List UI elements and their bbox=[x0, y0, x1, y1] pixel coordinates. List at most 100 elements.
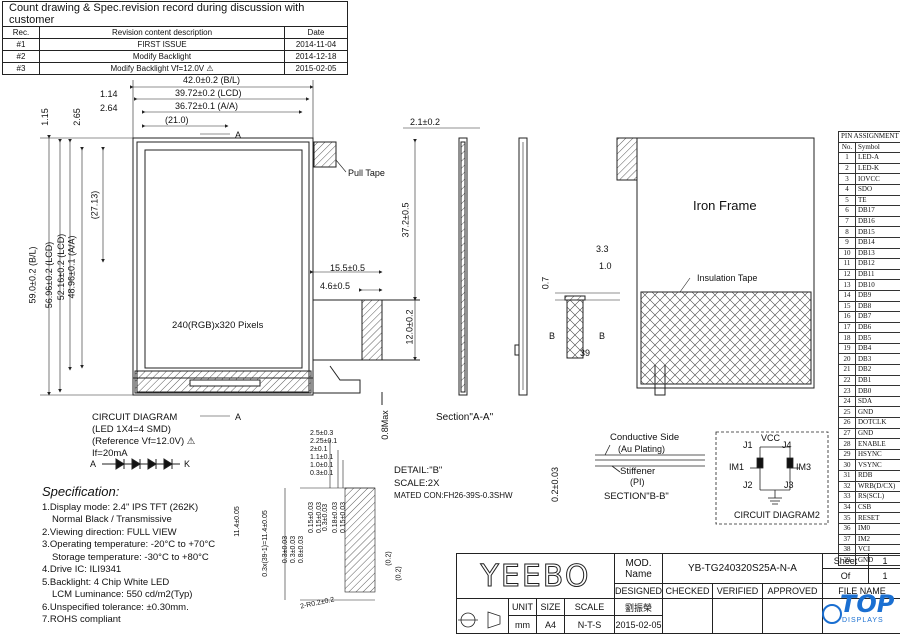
approved-label: APPROVED bbox=[763, 584, 823, 599]
pin-number: 28 bbox=[839, 439, 856, 450]
checked-label: CHECKED bbox=[663, 584, 713, 599]
section-b-left: B bbox=[549, 331, 555, 341]
pin-symbol: SDA bbox=[856, 396, 900, 407]
cd2-j4: J4 bbox=[782, 440, 792, 450]
pin-number: 37 bbox=[839, 534, 856, 545]
verified-sign bbox=[713, 599, 763, 633]
spec-item: Storage temperature: -30°C to +80°C bbox=[42, 552, 215, 565]
pin-number: 9 bbox=[839, 237, 856, 248]
design-date: 2015-02-05 bbox=[615, 616, 663, 633]
pin-table-title: PIN ASSIGNMENT bbox=[839, 132, 900, 143]
pin-symbol: VSYNC bbox=[856, 460, 900, 471]
detail-b-dim: 0.3x(39-1)=11.4±0.05 bbox=[262, 510, 269, 577]
projection-symbol bbox=[457, 599, 509, 633]
detail-b-dim: 2.25±0.1 bbox=[310, 438, 337, 445]
spec-item: 6.Unspecified tolerance: ±0.30mm. bbox=[42, 602, 215, 615]
circuit-led: (LED 1X4=4 SMD) bbox=[92, 424, 171, 435]
detail-b-dim: 2.5±0.3 bbox=[310, 430, 333, 437]
pin-number: 3 bbox=[839, 174, 856, 185]
globe-icon bbox=[822, 604, 842, 624]
company-logo: YEEBO bbox=[457, 554, 615, 599]
pin-number: 23 bbox=[839, 386, 856, 397]
pin-number: 29 bbox=[839, 449, 856, 460]
iron-frame-title: Iron Frame bbox=[693, 198, 757, 213]
cd2-j2: J2 bbox=[743, 480, 753, 490]
pin-number: 25 bbox=[839, 407, 856, 418]
pin-number: 18 bbox=[839, 333, 856, 344]
pin-number: 4 bbox=[839, 184, 856, 195]
of-label: Of bbox=[823, 569, 869, 584]
pin-symbol: DB10 bbox=[856, 280, 900, 291]
detail-b-dim: (0.2) bbox=[396, 566, 403, 580]
section-aa-label: Section"A-A" bbox=[436, 412, 493, 423]
checked-sign bbox=[663, 599, 713, 633]
stiffener-label: Stiffener bbox=[620, 466, 655, 477]
pin-symbol: DB5 bbox=[856, 333, 900, 344]
pin-number: 30 bbox=[839, 460, 856, 471]
cd2-vcc: VCC bbox=[761, 433, 780, 443]
dim-115: 1.15 bbox=[40, 108, 50, 126]
dim-lcd-width: 39.72±0.2 (LCD) bbox=[175, 88, 241, 98]
approved-sign bbox=[763, 599, 823, 633]
pin-header-no: No. bbox=[839, 142, 856, 153]
pin-symbol: DB16 bbox=[856, 216, 900, 227]
pin-number: 14 bbox=[839, 290, 856, 301]
pull-tape bbox=[314, 142, 336, 167]
cd2-j1: J1 bbox=[743, 440, 753, 450]
dim-372: 37.2±0.5 bbox=[400, 203, 410, 238]
dim-114: 1.14 bbox=[100, 89, 118, 99]
detail-b-title: DETAIL:"B" bbox=[394, 465, 442, 476]
pin-number: 12 bbox=[839, 269, 856, 280]
cd2-title: CIRCUIT DIAGRAM2 bbox=[734, 510, 820, 520]
spec-item: 2.Viewing direction: FULL VIEW bbox=[42, 527, 215, 540]
pin-number: 20 bbox=[839, 354, 856, 365]
pin-symbol: CSB bbox=[856, 502, 900, 513]
cd2-j3: J3 bbox=[784, 480, 794, 490]
dim-bl-height: 59.0±0.2 (B/L) bbox=[27, 247, 37, 304]
detail-b-dim: 1.0±0.1 bbox=[310, 462, 333, 469]
dim-bl-width: 42.0±0.2 (B/L) bbox=[183, 75, 240, 85]
pin-number: 10 bbox=[839, 248, 856, 259]
unit-value: mm bbox=[509, 616, 537, 633]
pin-symbol: HSYNC bbox=[856, 449, 900, 460]
of-value: 1 bbox=[869, 569, 900, 584]
dim-08max: 0.8Max bbox=[380, 410, 390, 440]
dim-21: (21.0) bbox=[165, 115, 189, 125]
detail-b-dim: 0.3±0.03 bbox=[322, 504, 329, 531]
led-circuit bbox=[102, 459, 180, 469]
pin-symbol: DB13 bbox=[856, 248, 900, 259]
pin-symbol: DB8 bbox=[856, 301, 900, 312]
pin-39-label: 39 bbox=[580, 348, 590, 358]
detail-b-dim: 0.18±0.03 bbox=[332, 502, 339, 533]
pin-symbol: DB15 bbox=[856, 227, 900, 238]
dim-265: 2.65 bbox=[72, 108, 82, 126]
detail-b-dim: 0.15±0.03 bbox=[308, 502, 315, 533]
pin-number: 13 bbox=[839, 280, 856, 291]
pin-number: 1 bbox=[839, 153, 856, 164]
spec-item: LCM Luminance: 550 cd/m2(Typ) bbox=[42, 589, 215, 602]
spec-title: Specification: bbox=[42, 486, 215, 499]
dim-lcd-height: 56.96±0.2 (LCD) bbox=[44, 242, 54, 308]
section-b-right: B bbox=[599, 331, 605, 341]
backlight-outline bbox=[133, 138, 313, 395]
dim-155: 15.5±0.5 bbox=[330, 263, 365, 273]
